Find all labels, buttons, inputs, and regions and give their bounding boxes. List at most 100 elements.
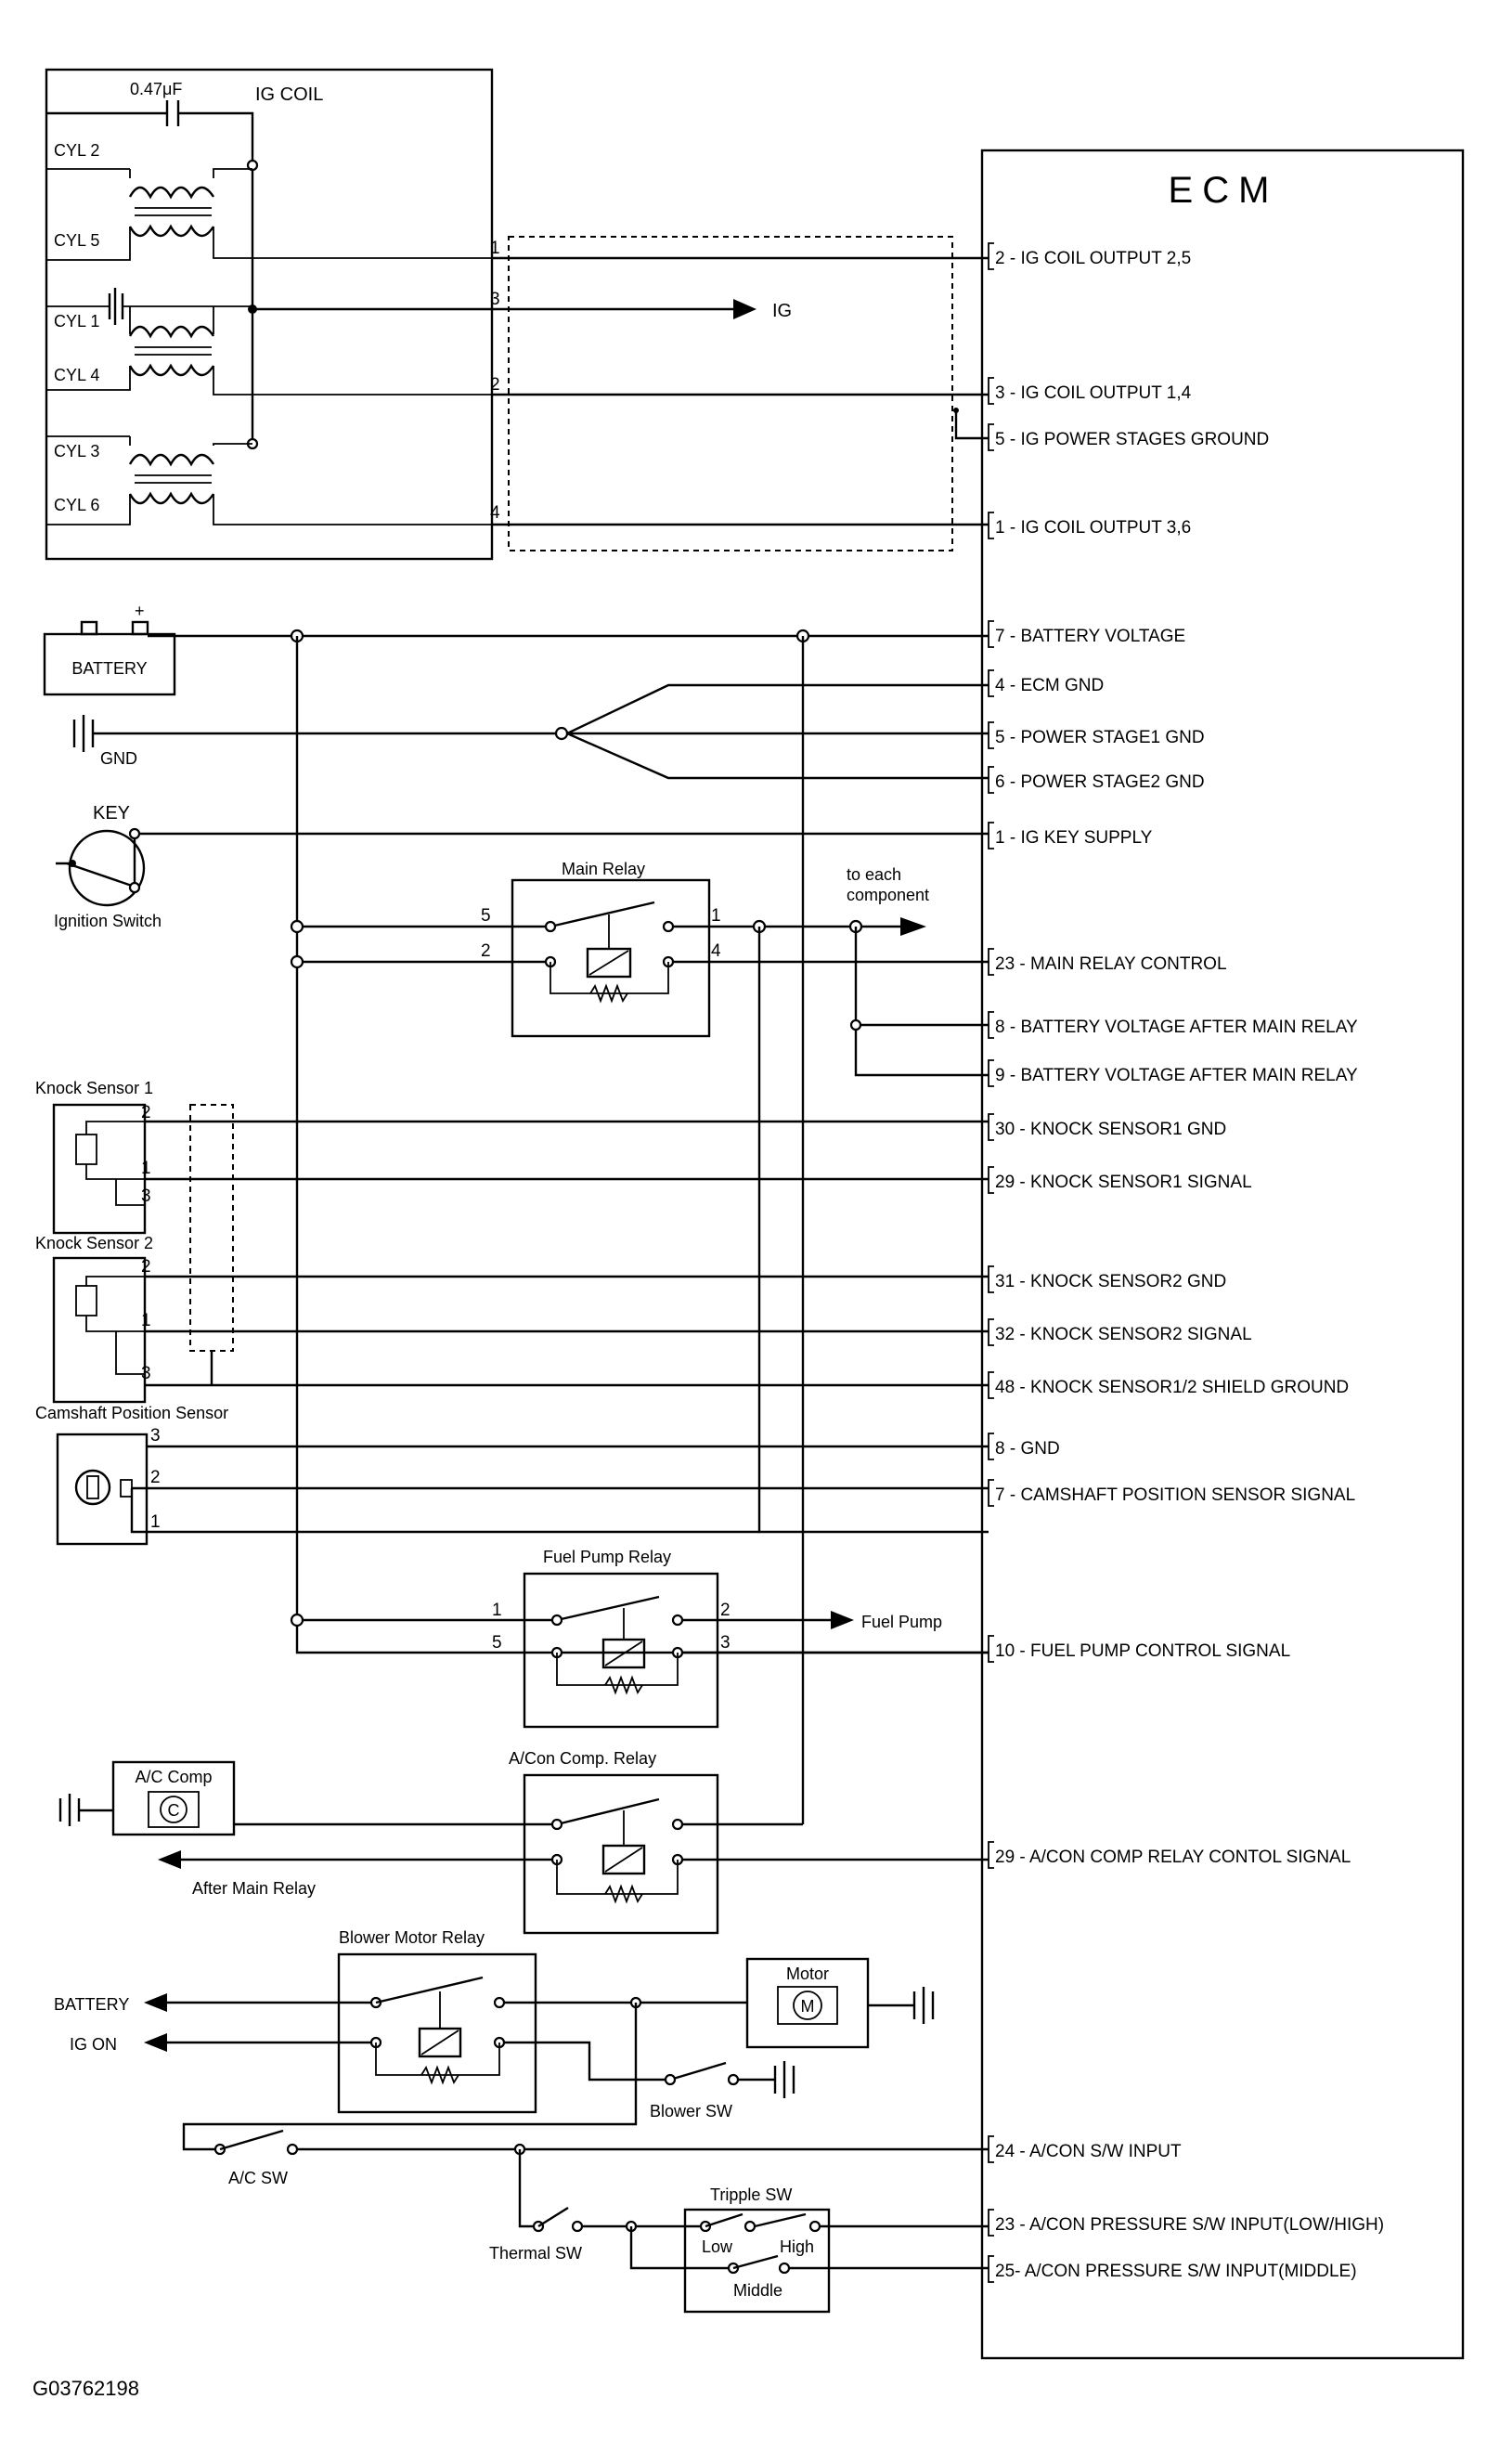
main-relay-title: Main Relay: [562, 860, 645, 878]
coil-pin: 3: [490, 290, 500, 309]
to-each-label: to each: [847, 865, 901, 884]
svg-text:24 - A/CON S/W INPUT: 24 - A/CON S/W INPUT: [995, 2142, 1182, 2161]
svg-text:8 - BATTERY VOLTAGE AFTER MAIN: 8 - BATTERY VOLTAGE AFTER MAIN RELAY: [995, 1018, 1358, 1037]
ecm-pin: 8 - BATTERY VOLTAGE AFTER MAIN RELAY: [988, 1011, 1358, 1039]
svg-text:48 - KNOCK SENSOR1/2 SHIELD GR: 48 - KNOCK SENSOR1/2 SHIELD GROUND: [995, 1378, 1349, 1397]
ecm-module: ECM: [980, 149, 1465, 2360]
figure-code: G03762198: [32, 2377, 139, 2400]
svg-text:7 - BATTERY VOLTAGE: 7 - BATTERY VOLTAGE: [995, 627, 1185, 646]
ecm-pin: 7 - CAMSHAFT POSITION SENSOR SIGNAL: [988, 1479, 1355, 1507]
ig-coil-block: IG COIL 0.47μF CYL 2 CYL 5 CYL 1 CYL 4 C…: [45, 68, 989, 561]
blower-motor-relay: Blower Motor Relay BATTERY IG ON Blower …: [54, 1928, 935, 2151]
cyl-label: CYL 5: [54, 231, 99, 250]
ecm-pin: 10 - FUEL PUMP CONTROL SIGNAL: [988, 1635, 1290, 1663]
knock-sensor-2: Knock Sensor 2 2 1 3: [35, 1234, 989, 1404]
knock-sensor-1: Knock Sensor 1 2 1 3: [35, 1079, 989, 1235]
power-supply-block: BATTERY + GND KEY Ignition Switch: [43, 602, 989, 1824]
cyl-label: CYL 6: [54, 496, 99, 514]
ecm-pin: 8 - GND: [988, 1433, 1060, 1460]
ecm-pin: 23 - A/CON PRESSURE S/W INPUT(LOW/HIGH): [988, 2209, 1384, 2237]
svg-text:2 - IG COIL OUTPUT 2,5: 2 - IG COIL OUTPUT 2,5: [995, 249, 1191, 268]
svg-text:3 - IG COIL OUTPUT 1,4: 3 - IG COIL OUTPUT 1,4: [995, 383, 1192, 403]
tripple-sw-label: Tripple SW: [710, 2185, 792, 2204]
svg-text:6 - POWER STAGE2 GND: 6 - POWER STAGE2 GND: [995, 772, 1205, 792]
svg-text:23 - A/CON PRESSURE S/W INPUT(: 23 - A/CON PRESSURE S/W INPUT(LOW/HIGH): [995, 2215, 1384, 2235]
main-relay-pin: 1: [711, 906, 721, 926]
svg-text:7 - CAMSHAFT POSITION SENSOR S: 7 - CAMSHAFT POSITION SENSOR SIGNAL: [995, 1485, 1355, 1505]
acon-comp-relay: A/Con Comp. Relay A/C Comp C After Main …: [58, 1749, 989, 1935]
svg-text:5: 5: [492, 1633, 502, 1653]
coil-pin: 4: [490, 503, 500, 523]
fuel-pump-label: Fuel Pump: [861, 1613, 942, 1631]
ig-label: IG: [772, 301, 792, 321]
svg-text:1: 1: [141, 1159, 151, 1178]
battery-plus: +: [135, 602, 145, 620]
ecm-pin: 7 - BATTERY VOLTAGE: [988, 620, 1185, 648]
ecm-pin: 2 - IG COIL OUTPUT 2,5: [988, 242, 1191, 270]
ecm-pin: 5 - IG POWER STAGES GROUND: [988, 423, 1269, 451]
cyl-label: CYL 3: [54, 442, 99, 460]
main-relay-pin: 2: [481, 941, 491, 961]
svg-text:10 - FUEL PUMP CONTROL SIGNAL: 10 - FUEL PUMP CONTROL SIGNAL: [995, 1641, 1290, 1661]
svg-text:5 - IG POWER STAGES GROUND: 5 - IG POWER STAGES GROUND: [995, 430, 1269, 449]
svg-text:2: 2: [141, 1103, 151, 1122]
svg-text:31 - KNOCK SENSOR2 GND: 31 - KNOCK SENSOR2 GND: [995, 1272, 1226, 1291]
knock-shield: [189, 1104, 234, 1352]
ac-sw-label: A/C SW: [228, 2169, 288, 2187]
ecm-pin: 32 - KNOCK SENSOR2 SIGNAL: [988, 1318, 1252, 1346]
svg-text:8 - GND: 8 - GND: [995, 1439, 1060, 1459]
svg-text:4 - ECM GND: 4 - ECM GND: [995, 676, 1104, 695]
svg-text:1: 1: [141, 1311, 151, 1330]
blower-battery-label: BATTERY: [54, 1995, 129, 2014]
ecm-pin: 25- A/CON PRESSURE S/W INPUT(MIDDLE): [988, 2255, 1357, 2283]
ig-on-label: IG ON: [70, 2035, 117, 2054]
thermal-sw-label: Thermal SW: [489, 2244, 582, 2263]
ecm-pin: 48 - KNOCK SENSOR1/2 SHIELD GROUND: [988, 1371, 1349, 1399]
key-label: KEY: [93, 803, 130, 823]
cyl-label: CYL 1: [54, 312, 99, 331]
svg-text:C: C: [168, 1801, 180, 1820]
battery-label: BATTERY: [71, 659, 147, 678]
knock-sensor-2-label: Knock Sensor 2: [35, 1234, 153, 1252]
svg-text:1: 1: [492, 1601, 502, 1620]
fuel-pump-relay: Fuel Pump Relay Fuel Pump 1 5 2 3: [303, 1548, 989, 1729]
fuel-pump-relay-title: Fuel Pump Relay: [543, 1548, 671, 1566]
coil-pin: 2: [490, 375, 500, 395]
svg-text:M: M: [801, 1997, 815, 2016]
main-relay-pin: 5: [481, 906, 491, 926]
ecm-pin: 6 - POWER STAGE2 GND: [988, 766, 1205, 794]
cyl-label: CYL 2: [54, 141, 99, 160]
ac-comp-label: A/C Comp: [135, 1768, 212, 1786]
low-label: Low: [702, 2237, 733, 2256]
motor-label: Motor: [786, 1965, 829, 1983]
svg-text:23 - MAIN RELAY CONTROL: 23 - MAIN RELAY CONTROL: [995, 954, 1227, 974]
svg-text:29 - KNOCK SENSOR1 SIGNAL: 29 - KNOCK SENSOR1 SIGNAL: [995, 1173, 1252, 1192]
ignition-switch-label: Ignition Switch: [54, 912, 162, 930]
ecm-pin: 3 - IG COIL OUTPUT 1,4: [988, 377, 1192, 405]
ecm-title: ECM: [1169, 170, 1279, 211]
svg-text:25- A/CON PRESSURE S/W INPUT(M: 25- A/CON PRESSURE S/W INPUT(MIDDLE): [995, 2262, 1357, 2281]
gnd-label: GND: [100, 749, 137, 768]
ecm-pin: 1 - IG COIL OUTPUT 3,6: [988, 512, 1191, 539]
camshaft-position-sensor: Camshaft Position Sensor 3 2 1: [35, 1404, 989, 1546]
acon-relay-title: A/Con Comp. Relay: [509, 1749, 656, 1768]
svg-text:1: 1: [150, 1512, 161, 1532]
svg-text:1 - IG KEY SUPPLY: 1 - IG KEY SUPPLY: [995, 828, 1153, 848]
blower-sw-label: Blower SW: [650, 2102, 732, 2120]
ig-coil-title: IG COIL: [255, 84, 323, 105]
ecm-pin: 31 - KNOCK SENSOR2 GND: [988, 1265, 1226, 1293]
capacitor-label: 0.47μF: [130, 80, 182, 98]
middle-label: Middle: [733, 2281, 782, 2300]
svg-text:3: 3: [720, 1633, 731, 1653]
svg-text:9 - BATTERY VOLTAGE AFTER MAIN: 9 - BATTERY VOLTAGE AFTER MAIN RELAY: [995, 1066, 1358, 1085]
svg-text:2: 2: [150, 1468, 161, 1487]
svg-text:32 - KNOCK SENSOR2 SIGNAL: 32 - KNOCK SENSOR2 SIGNAL: [995, 1325, 1252, 1344]
ecm-pin: 4 - ECM GND: [988, 669, 1104, 697]
ecm-pin: 23 - MAIN RELAY CONTROL: [988, 948, 1227, 976]
ecm-pin-list: 2 - IG COIL OUTPUT 2,5 3 - IG COIL OUTPU…: [988, 242, 1384, 2283]
ecm-pin: 9 - BATTERY VOLTAGE AFTER MAIN RELAY: [988, 1059, 1358, 1087]
ac-switch-block: A/C SW Thermal SW Tripple SW Low High Mi…: [213, 2129, 989, 2314]
blower-relay-title: Blower Motor Relay: [339, 1928, 485, 1947]
svg-text:1 - IG COIL OUTPUT 3,6: 1 - IG COIL OUTPUT 3,6: [995, 518, 1191, 538]
